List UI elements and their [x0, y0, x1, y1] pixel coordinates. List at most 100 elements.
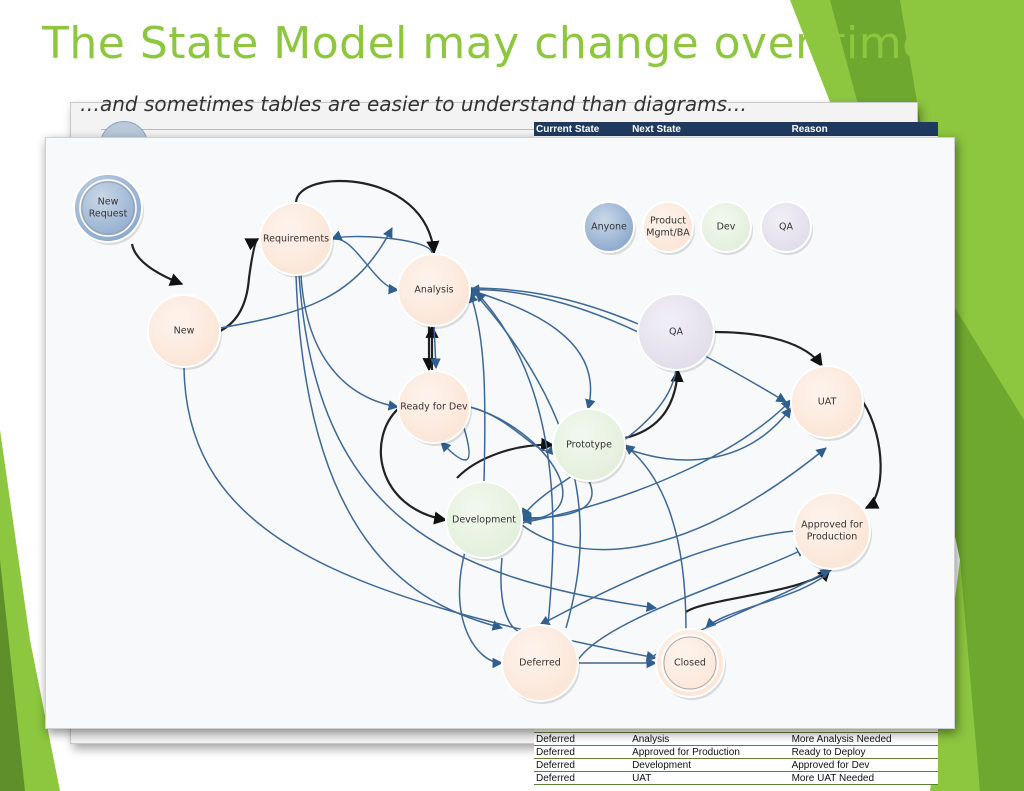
cell-next: UAT — [630, 771, 790, 785]
transition-edge-primary — [294, 179, 440, 255]
legend-item-3-shading — [762, 203, 810, 251]
state-approved-shading — [795, 494, 869, 568]
state-new-request-ring — [79, 179, 137, 237]
state-closed-ring — [661, 634, 719, 692]
state-closed-shading — [657, 630, 723, 696]
transition-edge — [458, 547, 504, 669]
legend-item-1-shading — [644, 203, 692, 251]
transition-edge-primary — [130, 243, 184, 286]
transition-edge — [521, 399, 792, 524]
state-qa-label: QA — [669, 327, 683, 338]
table-row: Deferred Analysis More Analysis Needed — [534, 732, 938, 746]
state-new-label: New — [174, 326, 195, 337]
legend-item-3: QA — [760, 201, 813, 255]
transition-edge — [469, 287, 582, 629]
transition-edge — [298, 274, 658, 612]
cell-reason: More Analysis Needed — [789, 732, 938, 746]
state-ready-for-dev-shading — [399, 372, 469, 442]
state-analysis: Analysis — [397, 253, 472, 329]
state-new-request-shading — [75, 175, 141, 241]
cell-reason: Approved for Dev — [789, 758, 938, 772]
state-uat-label: UAT — [818, 397, 837, 408]
state-uat-shading — [792, 367, 862, 437]
state-development-label: Development — [452, 515, 516, 526]
state-deferred-label: Deferred — [519, 658, 561, 669]
legend-item-1-label: Mgmt/BA — [646, 228, 690, 239]
cell-current: Deferred — [534, 745, 631, 759]
transition-edge — [624, 407, 792, 461]
transition-edge — [468, 284, 639, 333]
state-uat: UAT — [790, 365, 865, 441]
state-new-request-label: New — [98, 197, 119, 208]
state-prototype: Prototype — [552, 408, 627, 484]
legend-item-0: Anyone — [583, 201, 636, 255]
transition-edge — [539, 530, 795, 626]
transition-edge — [469, 289, 596, 411]
transition-edge-primary — [456, 437, 555, 479]
state-new-shading — [149, 296, 219, 366]
legend-item-1-label: Product — [650, 216, 686, 227]
state-new: New — [147, 294, 222, 370]
background-slide-rule — [101, 129, 885, 136]
cell-next: Approved for Production — [630, 745, 790, 759]
transition-edge — [500, 557, 541, 636]
transition-edge — [331, 230, 433, 255]
slide-title: The State Model may change over time — [42, 18, 930, 69]
header-next-state: Next State — [630, 122, 790, 136]
state-analysis-label: Analysis — [414, 285, 453, 296]
transition-edge-primary — [713, 330, 823, 368]
cell-current: Deferred — [534, 732, 631, 746]
cell-reason: More UAT Needed — [789, 771, 938, 785]
transition-edge — [521, 447, 827, 551]
state-requirements-shading — [261, 204, 331, 274]
state-requirements: Requirements — [259, 202, 334, 278]
transition-edge-primary — [624, 368, 684, 440]
transition-edge — [624, 444, 687, 630]
table-header-row: Current State Next State Reason — [534, 122, 938, 136]
header-current-state: Current State — [534, 122, 631, 136]
state-requirements-label: Requirements — [263, 234, 329, 245]
left-dark-green-band — [0, 560, 25, 791]
state-development: Development — [445, 481, 524, 561]
table-row: Deferred Development Approved for Dev — [534, 758, 938, 772]
state-closed: Closed — [655, 628, 726, 700]
transition-edge-primary — [379, 407, 448, 525]
state-approved-label: Production — [807, 532, 858, 543]
transition-edge — [475, 291, 554, 626]
state-development-shading — [447, 483, 521, 557]
state-closed-label: Closed — [674, 658, 706, 669]
state-approved-label: Approved for — [801, 520, 863, 531]
state-qa: QA — [637, 293, 716, 373]
header-reason: Reason — [789, 122, 938, 136]
transition-edge — [469, 406, 564, 526]
transition-edge — [219, 227, 393, 329]
table-row: Deferred UAT More UAT Needed — [534, 771, 938, 785]
state-ready-for-dev: Ready for Dev — [397, 370, 472, 446]
transition-edge — [300, 274, 400, 411]
legend-item-0-label: Anyone — [591, 222, 627, 233]
transition-edge — [295, 274, 504, 631]
transition-edge — [430, 324, 441, 370]
right-dark-green-band — [830, 0, 1024, 791]
state-ready-for-dev-label: Ready for Dev — [400, 402, 468, 413]
transition-edge — [468, 292, 486, 483]
transition-edge-primary — [219, 238, 260, 332]
state-new-request-label: Request — [89, 209, 128, 220]
cell-next: Analysis — [630, 732, 790, 746]
cell-next: Development — [630, 758, 790, 772]
transition-edge-primary — [862, 401, 882, 509]
legend-item-0-shading — [585, 203, 633, 251]
legend-item-3-label: QA — [779, 222, 793, 233]
cell-reason: Ready to Deploy — [789, 745, 938, 759]
transition-edge — [440, 427, 470, 461]
state-deferred-shading — [503, 626, 577, 700]
state-qa-shading — [639, 295, 713, 369]
state-analysis-shading — [399, 255, 469, 325]
